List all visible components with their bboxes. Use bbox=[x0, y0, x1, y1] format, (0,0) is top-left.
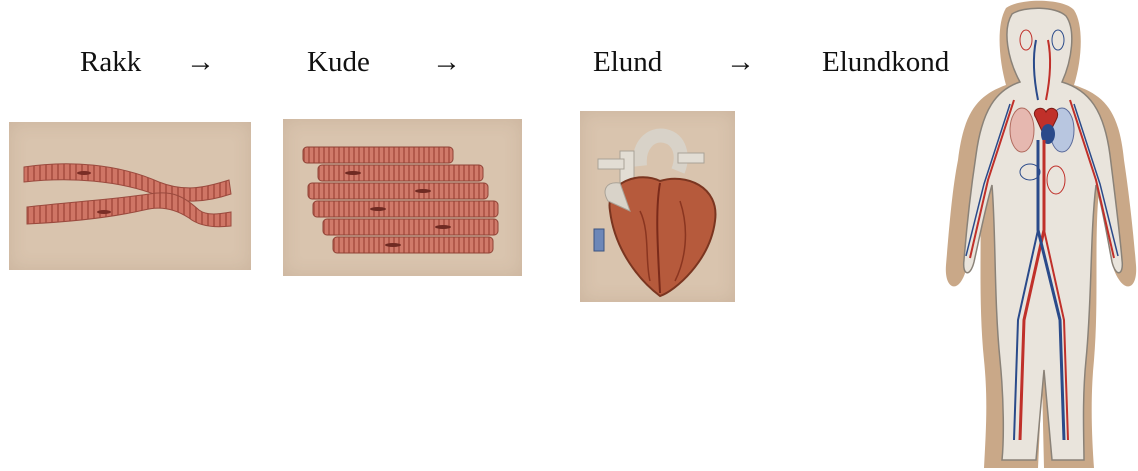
muscle-cell-image bbox=[9, 122, 251, 270]
stage-label-organ: Elund bbox=[593, 42, 662, 82]
arrow-icon: → bbox=[186, 42, 215, 82]
heart-icon bbox=[580, 111, 735, 302]
stage-label-organ-system: Elundkond bbox=[822, 42, 949, 82]
muscle-tissue-icon bbox=[283, 119, 522, 276]
stage-label-cell: Rakk bbox=[80, 42, 141, 82]
circulatory-system-icon bbox=[944, 0, 1138, 471]
stage-label-tissue: Kude bbox=[307, 42, 370, 82]
muscle-cell-icon bbox=[9, 122, 251, 270]
muscle-tissue-image bbox=[283, 119, 522, 276]
arrow-icon: → bbox=[432, 42, 461, 82]
heart-image bbox=[580, 111, 735, 302]
arrow-icon: → bbox=[726, 42, 755, 82]
circulatory-system-image bbox=[944, 0, 1138, 471]
